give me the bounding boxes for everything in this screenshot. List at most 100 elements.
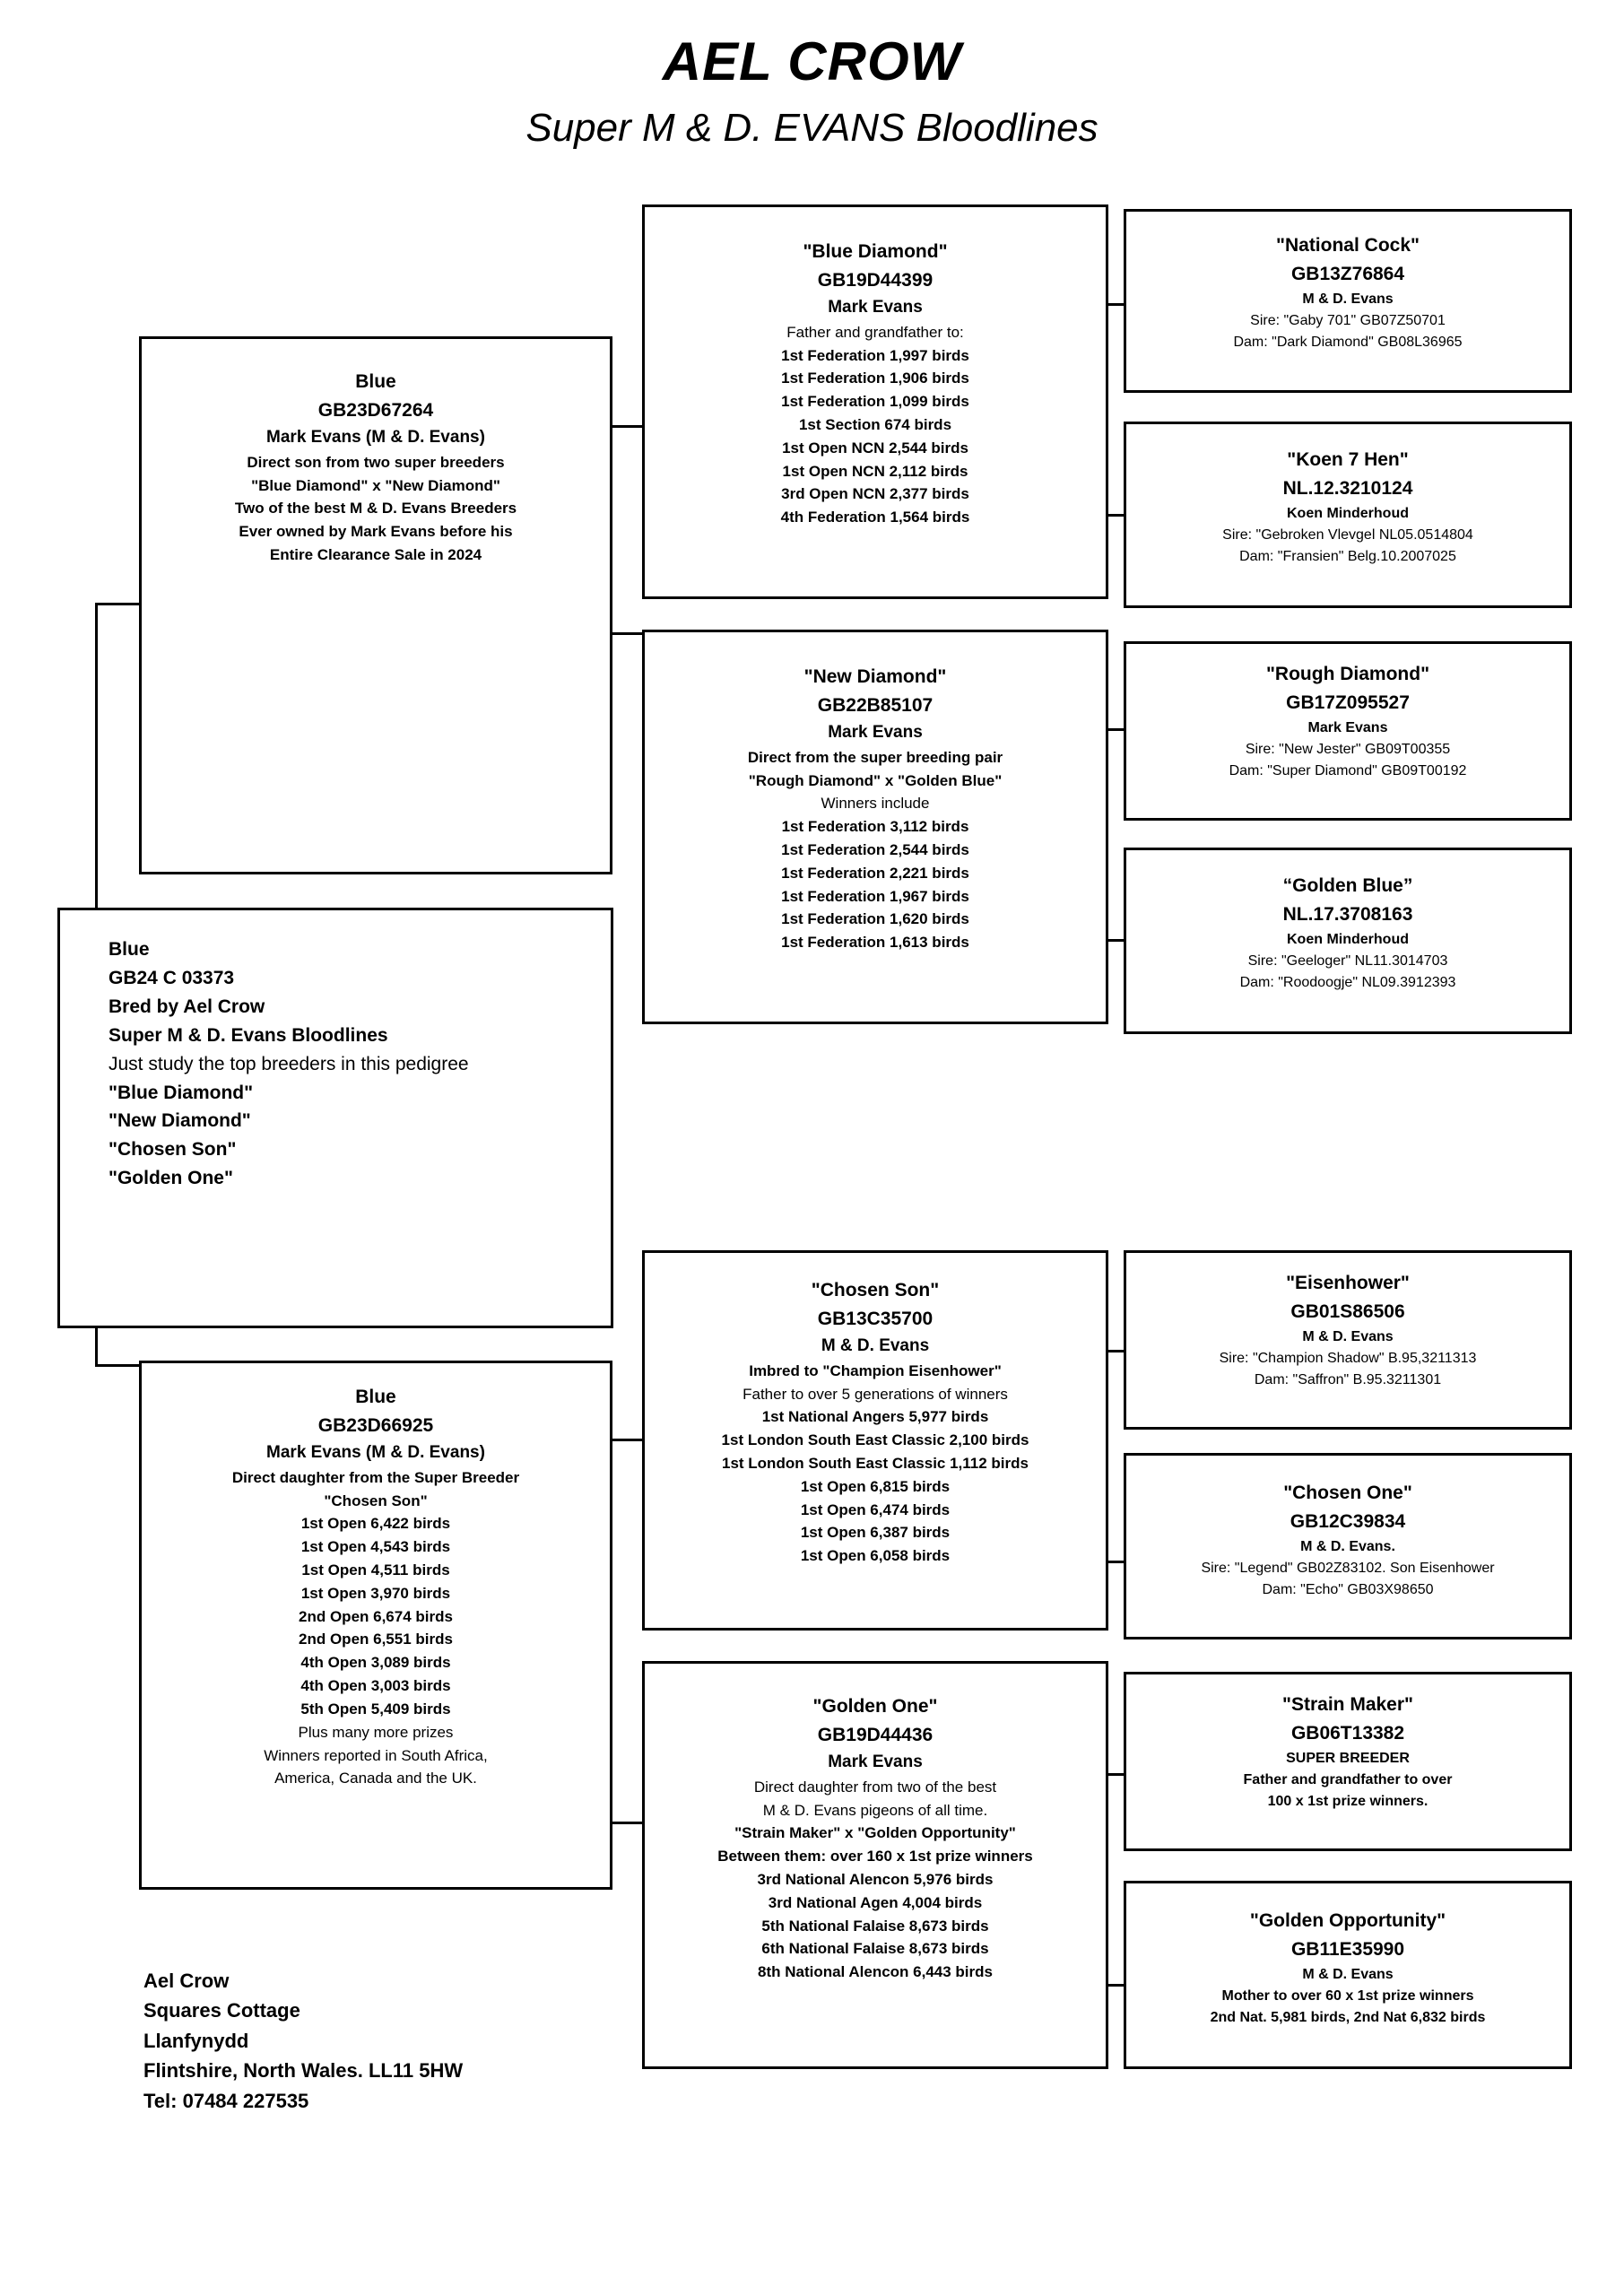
new-diamond-name: "New Diamond" [803,666,947,687]
national-cock-sire: Sire: "Gaby 701" GB07Z50701 [1250,313,1446,329]
koen-7-hen-sire: Sire: "Gebroken Vlevgel NL05.0514804 [1222,527,1473,544]
new-diamond-result: 1st Federation 1,620 birds [781,910,969,928]
dam-result: 4th Open 3,003 birds [300,1677,451,1695]
eisenhower-dam: Dam: "Saffron" B.95.3211301 [1254,1372,1442,1388]
national-cock-owner: M & D. Evans [1302,291,1394,307]
dam-result: 5th Open 5,409 birds [300,1700,451,1718]
chosen-one-sire: Sire: "Legend" GB02Z83102. Son Eisenhowe… [1201,1561,1495,1577]
dam-note-4: Winners reported in South Africa, [264,1746,488,1764]
box-chosen-one: "Chosen One" GB12C39834 M & D. Evans. Si… [1124,1453,1572,1639]
koen-7-hen-owner: Koen Minderhoud [1287,505,1409,521]
national-cock-name: "National Cock" [1276,235,1420,256]
blue-diamond-ring: GB19D44399 [817,269,934,291]
sire-owner: Mark Evans (M & D. Evans) [266,427,485,447]
chosen-one-dam: Dam: "Echo" GB03X98650 [1262,1582,1434,1598]
new-diamond-owner: Mark Evans [828,722,923,742]
box-eisenhower: "Eisenhower" GB01S86506 M & D. Evans Sir… [1124,1250,1572,1430]
subject-ring: GB24 C 03373 [109,967,235,988]
dam-note-2: "Chosen Son" [324,1492,428,1509]
blue-diamond-intro: Father and grandfather to: [786,323,964,341]
rough-diamond-sire: Sire: "New Jester" GB09T00355 [1245,742,1451,758]
dam-result: 1st Open 6,422 birds [300,1515,451,1533]
connector-sire-to-new-diamond [610,632,647,635]
strain-maker-name: "Strain Maker" [1282,1694,1413,1715]
golden-one-note-2: M & D. Evans pigeons of all time. [762,1801,988,1819]
blue-diamond-owner: Mark Evans [828,297,923,317]
golden-opportunity-note-1: Mother to over 60 x 1st prize winners [1221,1988,1474,2005]
chosen-son-result: 1st London South East Classic 2,100 bird… [721,1431,1029,1449]
subject-bloodlines: Super M & D. Evans Bloodlines [109,1024,388,1046]
rough-diamond-owner: Mark Evans [1307,719,1388,735]
golden-one-result: 3rd National Agen 4,004 birds [768,1893,983,1911]
box-national-cock: "National Cock" GB13Z76864 M & D. Evans … [1124,209,1572,393]
golden-one-result: 6th National Falaise 8,673 birds [761,1940,989,1958]
golden-blue-dam: Dam: "Roodoogje" NL09.3912393 [1239,975,1456,991]
golden-one-note-3: "Strain Maker" x "Golden Opportunity" [734,1824,1016,1842]
dam-note-3: Plus many more prizes [298,1723,454,1741]
new-diamond-result: 1st Federation 3,112 birds [781,818,969,836]
blue-diamond-result: 1st Federation 1,099 birds [781,393,969,411]
golden-one-note-4: Between them: over 160 x 1st prize winne… [717,1848,1033,1866]
blue-diamond-result: 1st Open NCN 2,112 birds [782,462,968,480]
address-line-4: Flintshire, North Wales. LL11 5HW [143,2059,464,2083]
national-cock-dam: Dam: "Dark Diamond" GB08L36965 [1233,335,1463,351]
connector-bd-to-national-cock [1099,303,1126,306]
chosen-one-ring: GB12C39834 [1290,1510,1406,1532]
box-chosen-son: "Chosen Son" GB13C35700 M & D. Evans Imb… [642,1250,1108,1631]
eisenhower-name: "Eisenhower" [1286,1273,1410,1293]
subject-highlight-1: "Blue Diamond" [109,1082,254,1103]
golden-blue-ring: NL.17.3708163 [1282,903,1413,925]
golden-opportunity-owner: M & D. Evans [1302,1966,1394,1982]
chosen-son-result: 1st London South East Classic 1,112 bird… [722,1455,1029,1472]
blue-diamond-name: "Blue Diamond" [803,241,948,262]
koen-7-hen-name: "Koen 7 Hen" [1287,449,1409,470]
dam-result: 1st Open 4,511 birds [301,1561,450,1578]
rough-diamond-name: "Rough Diamond" [1265,664,1430,684]
subject-name: Blue [109,939,150,960]
dam-name: Blue [355,1387,396,1407]
chosen-son-result: 1st Open 6,474 birds [800,1500,951,1518]
strain-maker-note-2: 100 x 1st prize winners. [1267,1794,1429,1810]
new-diamond-result: 1st Federation 2,544 birds [781,841,969,858]
connector-dam-to-chosen-son [610,1439,647,1441]
golden-one-note-1: Direct daughter from two of the best [753,1778,997,1796]
box-new-diamond: "New Diamond" GB22B85107 Mark Evans Dire… [642,630,1108,1024]
chosen-son-result: 1st National Angers 5,977 birds [761,1408,989,1426]
box-golden-opportunity: "Golden Opportunity" GB11E35990 M & D. E… [1124,1881,1572,2069]
new-diamond-result: 1st Federation 2,221 birds [781,864,969,882]
connector-go-to-strain-maker [1099,1773,1126,1776]
box-strain-maker: "Strain Maker" GB06T13382 SUPER BREEDER … [1124,1672,1572,1851]
blue-diamond-result: 1st Section 674 birds [798,416,952,433]
subject-highlight-4: "Golden One" [109,1168,233,1189]
sire-note-2: "Blue Diamond" x "New Diamond" [251,476,500,494]
connector-sire-to-blue-diamond [610,425,647,428]
subject-note: Just study the top breeders in this pedi… [109,1053,469,1074]
strain-maker-note-1: Father and grandfather to over [1243,1772,1453,1788]
koen-7-hen-dam: Dam: "Fransien" Belg.10.2007025 [1239,549,1456,565]
rough-diamond-ring: GB17Z095527 [1286,691,1410,713]
address-phone: Tel: 07484 227535 [143,2089,309,2112]
box-blue-diamond: "Blue Diamond" GB19D44399 Mark Evans Fat… [642,204,1108,599]
dam-result: 1st Open 4,543 birds [300,1538,451,1556]
eisenhower-sire: Sire: "Champion Shadow" B.95,3211313 [1219,1351,1477,1367]
blue-diamond-result: 3rd Open NCN 2,377 birds [781,485,969,503]
dam-owner: Mark Evans (M & D. Evans) [266,1442,485,1462]
chosen-son-note-1: Imbred to "Champion Eisenhower" [749,1361,1002,1379]
golden-blue-name: “Golden Blue” [1282,875,1413,896]
golden-blue-owner: Koen Minderhoud [1287,931,1409,947]
box-koen-7-hen: "Koen 7 Hen" NL.12.3210124 Koen Minderho… [1124,422,1572,608]
blue-diamond-result: 4th Federation 1,564 birds [780,509,970,526]
box-rough-diamond: "Rough Diamond" GB17Z095527 Mark Evans S… [1124,641,1572,821]
golden-one-result: 8th National Alencon 6,443 birds [758,1963,993,1981]
sire-note-3: Two of the best M & D. Evans Breeders [234,500,517,517]
subject-highlight-3: "Chosen Son" [109,1139,237,1161]
sire-note-1: Direct son from two super breeders [247,453,505,471]
blue-diamond-result: 1st Federation 1,906 birds [781,370,969,387]
new-diamond-note-2: "Rough Diamond" x "Golden Blue" [748,771,1003,789]
strain-maker-ring: GB06T13382 [1290,1722,1405,1744]
connector-cs-to-eisenhower [1099,1350,1126,1352]
golden-opportunity-note-2: 2nd Nat. 5,981 birds, 2nd Nat 6,832 bird… [1210,2010,1486,2026]
golden-one-ring: GB19D44436 [817,1724,934,1745]
national-cock-ring: GB13Z76864 [1290,263,1405,284]
